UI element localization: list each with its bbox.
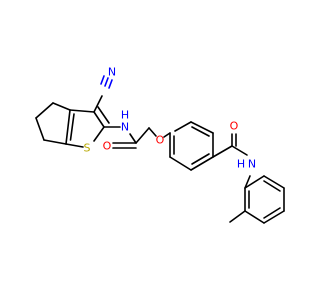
amide-nitrogen-label: N bbox=[121, 121, 129, 134]
bond bbox=[244, 210, 265, 224]
bond bbox=[43, 139, 67, 145]
bond bbox=[263, 210, 285, 224]
bond bbox=[65, 143, 84, 148]
cyano-nitrogen-label: N bbox=[108, 66, 116, 79]
bond bbox=[190, 121, 214, 134]
bond bbox=[163, 132, 171, 138]
bond bbox=[93, 111, 105, 128]
amide-hydrogen-label: H bbox=[121, 109, 129, 122]
bond bbox=[93, 95, 103, 113]
bond bbox=[190, 156, 214, 171]
methyl-bond bbox=[229, 210, 246, 223]
thiophene-sulfur-label: S bbox=[84, 142, 91, 155]
benzamide-nitrogen-label: N bbox=[248, 158, 256, 171]
bond bbox=[169, 156, 192, 171]
benzamide-group bbox=[212, 133, 251, 189]
thiophene-ring bbox=[65, 106, 110, 148]
bond bbox=[135, 127, 150, 144]
bond bbox=[148, 127, 157, 137]
bond bbox=[69, 109, 95, 113]
bond bbox=[35, 117, 45, 141]
bond bbox=[191, 153, 210, 165]
molecule-structure: N S N H O O O N H bbox=[35, 66, 285, 224]
tolyl-ring bbox=[229, 175, 285, 224]
atom-labels: N S N H O O O N H bbox=[84, 66, 257, 171]
bond bbox=[263, 207, 281, 219]
bond bbox=[244, 175, 265, 189]
bond bbox=[69, 113, 75, 141]
benzamide-hydrogen-label: H bbox=[237, 158, 245, 171]
bond bbox=[231, 145, 248, 156]
bond bbox=[129, 133, 137, 144]
amide-oxygen-label: O bbox=[103, 140, 112, 153]
benzamide-oxygen-label: O bbox=[230, 120, 239, 133]
bond bbox=[212, 145, 233, 158]
molecule-diagram: N S N H O O O N H bbox=[35, 66, 285, 224]
bond bbox=[108, 79, 113, 89]
bond bbox=[244, 175, 251, 189]
cyano-group bbox=[93, 75, 113, 113]
bond bbox=[52, 102, 71, 111]
cyclopentane-ring bbox=[35, 102, 71, 145]
bond bbox=[263, 180, 281, 192]
bond bbox=[35, 102, 54, 119]
bond bbox=[93, 126, 105, 142]
bond bbox=[97, 106, 110, 124]
bond bbox=[65, 109, 71, 145]
bond bbox=[191, 126, 210, 137]
bond bbox=[104, 77, 109, 87]
amide-linker bbox=[103, 126, 157, 149]
ether-oxygen-label: O bbox=[156, 134, 165, 147]
bond bbox=[174, 121, 192, 132]
bond bbox=[263, 175, 285, 189]
bond bbox=[100, 75, 105, 85]
central-benzene-ring bbox=[163, 121, 214, 171]
